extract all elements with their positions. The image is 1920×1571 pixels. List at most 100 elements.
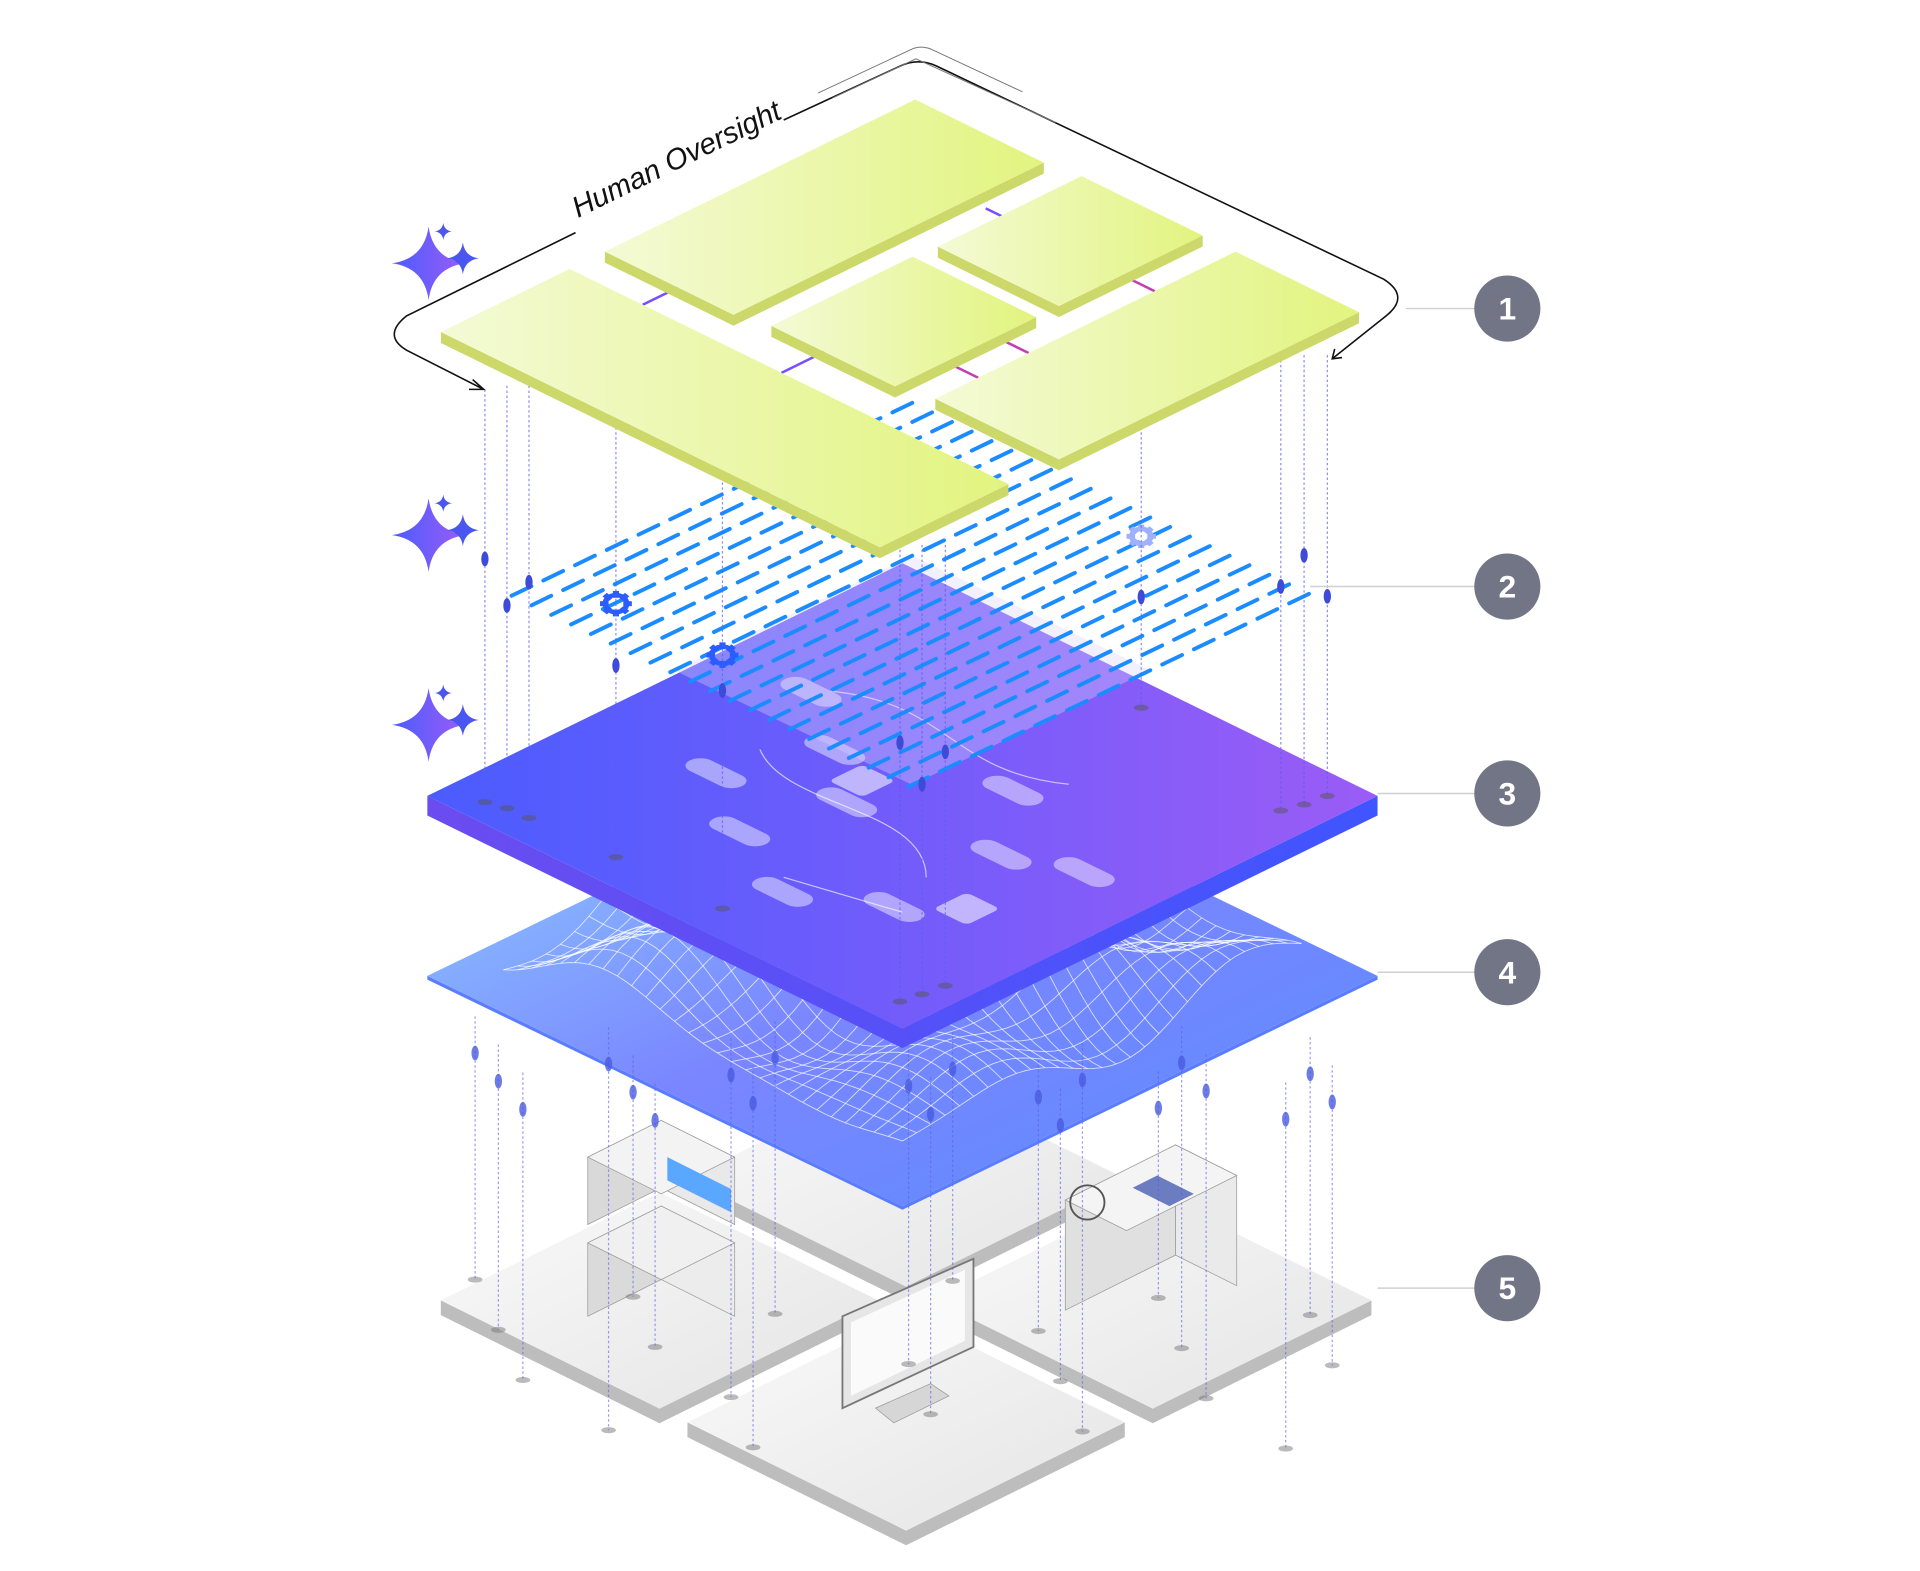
data-dash	[949, 429, 974, 444]
badge-number: 2	[1498, 569, 1516, 605]
data-dash	[949, 735, 974, 749]
mesh-line	[546, 926, 946, 1116]
data-dash	[942, 700, 966, 715]
data-dash	[1001, 576, 1026, 591]
data-dash	[898, 740, 923, 755]
data-dash	[866, 756, 891, 770]
data-dash	[632, 582, 657, 596]
sparkle-small	[446, 242, 479, 275]
mesh-line	[888, 939, 1288, 1137]
data-dash	[1128, 668, 1153, 682]
data-dash	[1037, 654, 1061, 669]
server-icon	[586, 1119, 736, 1226]
data-dash	[549, 603, 574, 617]
data-dash	[906, 622, 931, 636]
data-dash	[894, 647, 919, 661]
data-dash	[1005, 517, 1030, 531]
connector-anchor	[467, 1276, 483, 1283]
workflow-node-square	[831, 765, 893, 796]
data-dash	[1084, 555, 1109, 570]
data-dash	[858, 721, 883, 736]
data-dash	[529, 593, 554, 608]
data-dash	[779, 530, 804, 545]
data-dash	[1096, 530, 1121, 545]
base-tile	[687, 1314, 1125, 1531]
data-dash	[787, 717, 812, 732]
data-drop-icon	[1056, 1117, 1065, 1133]
data-dash	[1132, 609, 1157, 623]
data-dash	[1009, 611, 1034, 625]
data-dash	[692, 611, 716, 625]
data-dash	[938, 760, 962, 774]
workflow-node-pill	[982, 775, 1044, 806]
data-dash	[684, 576, 708, 591]
data-dash	[902, 681, 927, 696]
data-dash	[711, 620, 736, 635]
data-dash	[747, 698, 772, 713]
data-dash	[862, 662, 887, 677]
connector-anchor	[767, 1310, 783, 1317]
fan-icon	[1069, 1184, 1106, 1221]
data-dash	[791, 658, 816, 673]
data-dash	[1195, 578, 1220, 593]
data-dash	[977, 626, 1002, 640]
gear-ring	[1128, 526, 1154, 547]
base-tile	[440, 1192, 879, 1409]
data-dash	[981, 719, 1006, 734]
server-base-icon-top	[586, 1205, 736, 1280]
connector-anchor	[1151, 1294, 1166, 1302]
connector-anchor	[1198, 1395, 1214, 1402]
chip-icon	[1132, 1175, 1194, 1207]
data-dash	[1037, 502, 1061, 516]
workflow-connector	[617, 680, 1116, 924]
data-drop-icon	[926, 1106, 935, 1122]
data-dash	[878, 731, 903, 745]
data-dash	[1140, 643, 1165, 657]
data-dash	[815, 609, 839, 623]
data-dash	[640, 616, 665, 631]
data-dash	[1184, 603, 1208, 617]
data-dash	[1124, 574, 1149, 589]
layer-badge-5: 5	[1377, 1255, 1541, 1322]
data-dash	[866, 603, 891, 617]
connector-anchor	[1324, 1362, 1340, 1369]
data-dash	[989, 448, 1014, 463]
data-dash	[989, 601, 1014, 615]
data-dash	[1156, 559, 1181, 573]
data-dash	[1168, 534, 1192, 549]
data-dash	[1061, 605, 1085, 619]
data-dash	[727, 536, 752, 550]
sparkle-icon	[391, 684, 479, 762]
data-dash	[759, 521, 784, 535]
sparkle-large	[391, 226, 466, 300]
data-drop-icon	[896, 735, 904, 750]
workflow-node-pill	[751, 876, 814, 907]
data-dash	[878, 578, 903, 593]
data-dash	[823, 643, 847, 657]
application-tile	[935, 251, 1360, 460]
badge-number: 1	[1498, 291, 1516, 327]
layer-badge-1: 1	[1405, 275, 1541, 342]
workflow-node-pill	[780, 676, 842, 707]
data-dash	[1057, 664, 1081, 678]
data-dash	[838, 559, 863, 573]
connector-anchor	[625, 1293, 641, 1300]
data-dash	[1025, 526, 1050, 541]
data-dash	[620, 607, 645, 621]
data-dash	[1227, 563, 1252, 577]
vertical-connectors	[467, 355, 1340, 1452]
data-dash	[1017, 492, 1042, 507]
data-dash	[743, 605, 768, 619]
data-dash	[1203, 612, 1228, 627]
data-dash	[957, 616, 982, 631]
data-dash	[1068, 486, 1093, 501]
data-dash	[914, 656, 939, 671]
data-dash	[1076, 674, 1101, 688]
data-dash	[1005, 670, 1030, 684]
connector-anchor	[892, 998, 908, 1005]
connector-anchor	[1053, 1378, 1068, 1385]
compute-unit-icon	[1064, 1144, 1238, 1311]
data-dash	[938, 607, 962, 621]
